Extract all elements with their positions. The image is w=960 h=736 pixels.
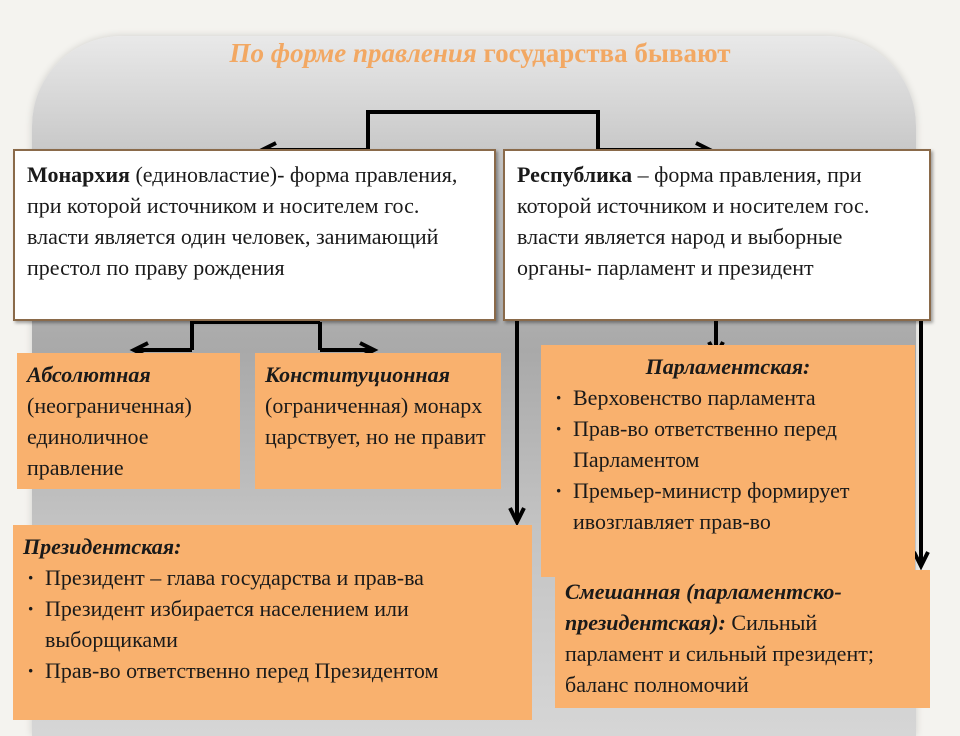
absolute-description: (неограниченная) единоличное правление: [27, 393, 192, 480]
list-item: Президент избирается населением или выбо…: [23, 593, 522, 655]
absolute-monarchy-box: Абсолютная (неограниченная) единоличное …: [17, 353, 240, 489]
parliamentary-republic-box: Парламентская: Верховенство парламента П…: [541, 345, 915, 577]
monarchy-term: Монархия: [27, 162, 130, 187]
arrowhead-down-mixed: [912, 551, 930, 571]
parliamentary-term: Парламентская:: [645, 354, 811, 379]
monarchy-box: Монархия (единовластие)- форма правления…: [13, 149, 496, 321]
title-rest: государства бывают: [476, 38, 731, 68]
presidential-republic-box: Президентская: Президент – глава государ…: [13, 525, 532, 720]
republic-box: Республика – форма правления, при которо…: [503, 149, 931, 321]
constitutional-term: Конституционная: [265, 362, 450, 387]
presidential-term: Президентская:: [23, 534, 182, 559]
republic-term: Республика: [517, 162, 633, 187]
list-item: Прав-во ответственно перед Президентом: [23, 655, 522, 686]
monarchy-definition: (единовластие)- форма правления, при кот…: [27, 162, 458, 280]
absolute-term: Абсолютная: [27, 362, 151, 387]
arrowhead-down-presidential: [508, 507, 526, 527]
title-italic-part: По форме правления: [229, 38, 477, 68]
list-item: Верховенство парламента: [551, 382, 905, 413]
constitutional-monarchy-box: Конституционная (ограниченная) монарх ца…: [255, 353, 501, 489]
diagram-title: По форме правления государства бывают: [0, 38, 960, 69]
mixed-term: Смешанная (парламентско-президентская):: [565, 579, 842, 635]
mixed-republic-box: Смешанная (парламентско-президентская): …: [555, 570, 930, 708]
list-item: Премьер-министр формирует ивозглавляет п…: [551, 475, 905, 537]
list-item: Президент – глава государства и прав-ва: [23, 562, 522, 593]
constitutional-description: (ограниченная) монарх царствует, но не п…: [265, 393, 486, 449]
parliamentary-bullet-list: Верховенство парламента Прав-во ответств…: [551, 382, 905, 537]
mixed-description: Сильный парламент и сильный президент; б…: [565, 610, 874, 697]
presidential-bullet-list: Президент – глава государства и прав-ва …: [23, 562, 522, 686]
list-item: Прав-во ответственно перед Парламентом: [551, 413, 905, 475]
republic-definition: – форма правления, при которой источнико…: [517, 162, 870, 280]
connector-title-to-types: [366, 110, 600, 150]
